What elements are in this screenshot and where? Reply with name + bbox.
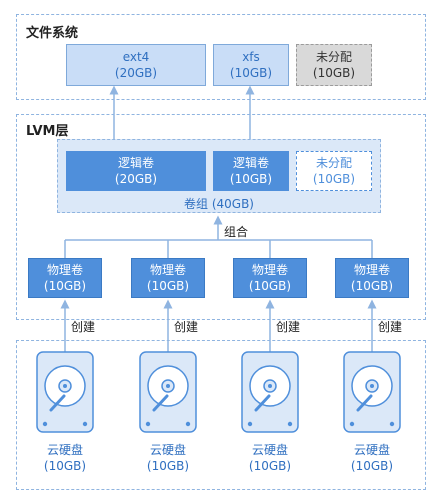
logical-volume-box: 逻辑卷 (10GB) (213, 151, 289, 191)
lvm-section (16, 114, 426, 320)
fs-name: ext4 (122, 50, 150, 64)
create-label: 创建 (174, 320, 199, 334)
pv-size: (10GB) (350, 279, 394, 293)
fs-unallocated-box: 未分配 (10GB) (296, 44, 372, 86)
fs-name: 未分配 (315, 50, 352, 64)
volume-group-label: 卷组 (40GB) (184, 197, 254, 211)
disk-size: (10GB) (248, 459, 292, 473)
logical-volume-box: 逻辑卷 (20GB) (66, 151, 206, 191)
fs-size: (10GB) (229, 66, 273, 80)
lv-size: (10GB) (312, 172, 356, 186)
disk-label: 云硬盘 (10GB) (230, 442, 310, 474)
lv-size: (20GB) (114, 172, 158, 186)
hard-disk-icon (139, 351, 197, 433)
fs-size: (10GB) (312, 66, 356, 80)
lv-name: 逻辑卷 (232, 156, 269, 170)
disk-size: (10GB) (350, 459, 394, 473)
create-label: 创建 (378, 320, 403, 334)
fs-name: xfs (242, 50, 260, 64)
disk-size: (10GB) (146, 459, 190, 473)
pv-size: (10GB) (146, 279, 190, 293)
filesystem-section (16, 14, 426, 100)
fs-size: (20GB) (114, 66, 158, 80)
hard-disk-icon (343, 351, 401, 433)
physical-volume-box: 物理卷 (10GB) (233, 258, 307, 298)
disk-label: 云硬盘 (10GB) (128, 442, 208, 474)
disk-name: 云硬盘 (46, 443, 83, 457)
lv-size: (10GB) (229, 172, 273, 186)
disk-name: 云硬盘 (149, 443, 186, 457)
pv-size: (10GB) (43, 279, 87, 293)
filesystem-title: 文件系统 (26, 26, 79, 41)
combine-label: 组合 (224, 225, 249, 239)
hard-disk-icon (241, 351, 299, 433)
disk-name: 云硬盘 (353, 443, 390, 457)
disk-section (16, 340, 426, 490)
disk-label: 云硬盘 (10GB) (25, 442, 105, 474)
pv-name: 物理卷 (251, 263, 288, 277)
physical-volume-box: 物理卷 (10GB) (28, 258, 102, 298)
hard-disk-icon (36, 351, 94, 433)
create-label: 创建 (71, 320, 96, 334)
create-label: 创建 (276, 320, 301, 334)
physical-volume-box: 物理卷 (10GB) (335, 258, 409, 298)
pv-name: 物理卷 (149, 263, 186, 277)
pv-name: 物理卷 (353, 263, 390, 277)
fs-xfs-box: xfs (10GB) (213, 44, 289, 86)
disk-size: (10GB) (43, 459, 87, 473)
pv-size: (10GB) (248, 279, 292, 293)
lv-name: 逻辑卷 (117, 156, 154, 170)
disk-name: 云硬盘 (251, 443, 288, 457)
lv-name: 未分配 (315, 156, 352, 170)
lv-unallocated-box: 未分配 (10GB) (296, 151, 372, 191)
pv-name: 物理卷 (46, 263, 83, 277)
lvm-title: LVM层 (26, 124, 69, 139)
fs-ext4-box: ext4 (20GB) (66, 44, 206, 86)
disk-label: 云硬盘 (10GB) (332, 442, 412, 474)
physical-volume-box: 物理卷 (10GB) (131, 258, 205, 298)
